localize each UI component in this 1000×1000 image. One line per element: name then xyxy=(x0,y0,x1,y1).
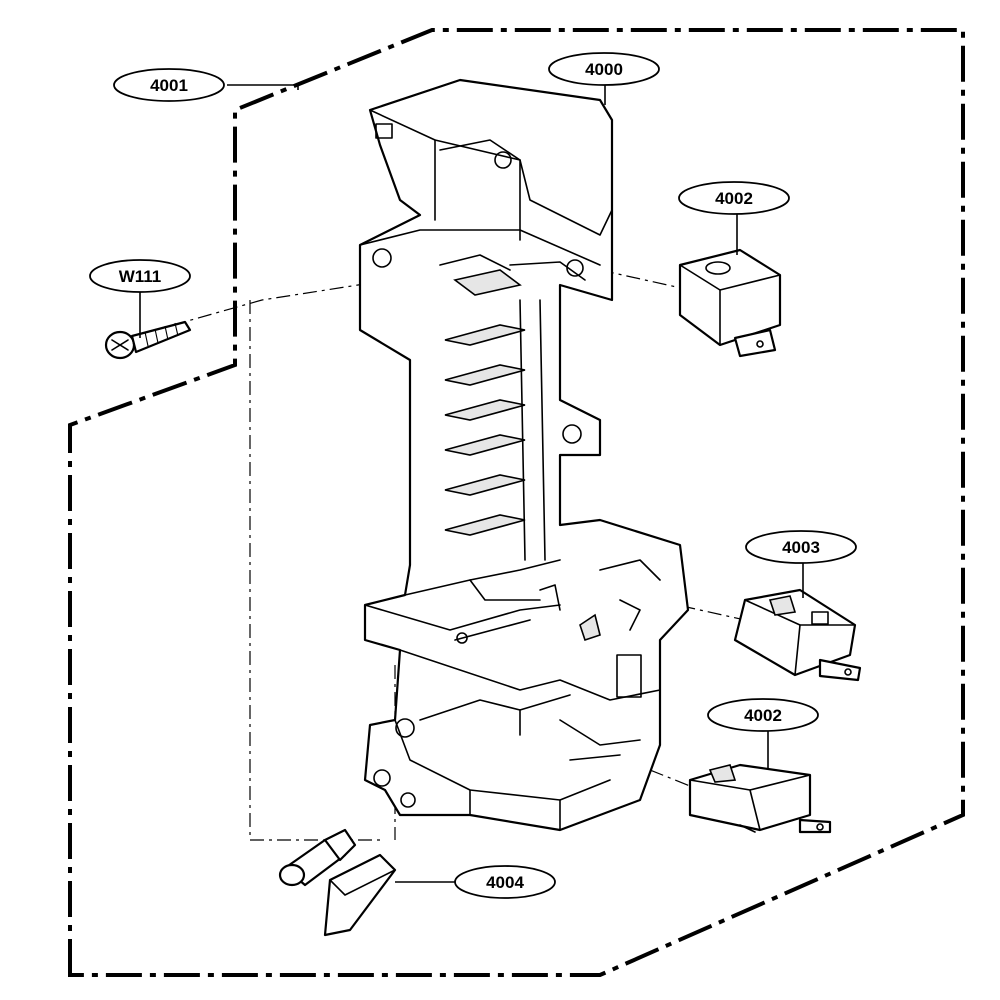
micro-switch-bottom xyxy=(688,763,832,834)
callout-w111: W111 xyxy=(89,259,191,293)
callout-label-4003: 4003 xyxy=(782,538,820,557)
callout-4004: 4004 xyxy=(454,865,556,899)
screw-w111 xyxy=(104,320,192,360)
assembly-boundary xyxy=(68,28,965,977)
micro-switch-top xyxy=(678,248,782,358)
callout-label-w111: W111 xyxy=(119,267,162,286)
callout-label-4002-top: 4002 xyxy=(715,189,753,208)
callout-label-4002-bottom: 4002 xyxy=(744,706,782,725)
micro-switch-middle xyxy=(733,588,862,682)
callout-4002-bottom: 4002 xyxy=(707,698,819,732)
callout-4002-top: 4002 xyxy=(678,181,790,215)
leader-lines xyxy=(139,82,804,883)
callout-4003: 4003 xyxy=(745,530,857,564)
callout-label-4000: 4000 xyxy=(585,60,623,79)
latch-lever xyxy=(278,828,397,937)
callout-4001: 4001 xyxy=(113,68,225,102)
callout-label-4004: 4004 xyxy=(486,873,524,892)
callout-label-4001: 4001 xyxy=(150,76,188,95)
callout-4000: 4000 xyxy=(548,52,660,86)
latch-bracket xyxy=(358,78,690,832)
